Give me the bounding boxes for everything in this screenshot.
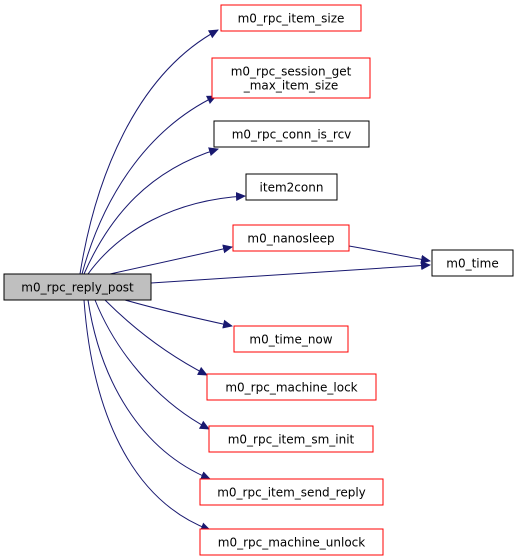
node-label: m0_rpc_conn_is_rcv (232, 128, 352, 142)
node-box (3, 273, 152, 301)
node-label: m0_rpc_reply_post (21, 281, 134, 295)
node-box (199, 528, 384, 556)
node-box (232, 224, 350, 252)
node-box (220, 4, 362, 32)
edge-root-to-n4 (87, 192, 246, 275)
node-label: m0_rpc_item_send_reply (217, 486, 366, 500)
node-box (233, 325, 349, 353)
edge-root-to-n5 (109, 244, 233, 275)
edge-root-to-n11 (83, 299, 211, 532)
edge-root-to-n2 (81, 95, 217, 275)
node-n10[interactable]: m0_rpc_item_send_reply (199, 478, 384, 506)
edge-root-to-n8 (104, 299, 208, 376)
node-n6[interactable]: m0_time (431, 249, 514, 277)
edge-root-to-n9 (94, 299, 210, 430)
edge-root-to-n7 (124, 299, 233, 329)
node-label: item2conn (260, 181, 324, 195)
node-label: m0_rpc_session_get (231, 65, 352, 79)
node-n1[interactable]: m0_rpc_item_size (220, 4, 362, 32)
node-box (431, 249, 514, 277)
node-n3[interactable]: m0_rpc_conn_is_rcv (213, 120, 370, 148)
node-label: m0_rpc_machine_unlock (218, 536, 366, 550)
node-n5[interactable]: m0_nanosleep (232, 224, 350, 252)
node-label: _max_item_size (243, 79, 339, 93)
node-n8[interactable]: m0_rpc_machine_lock (206, 373, 377, 401)
node-label: m0_rpc_machine_lock (225, 381, 357, 395)
node-n2[interactable]: m0_rpc_session_get_max_item_size (211, 57, 371, 99)
node-label: m0_rpc_item_size (238, 12, 345, 26)
edge-n5-to-n6 (348, 245, 431, 264)
node-box (213, 120, 370, 148)
node-root[interactable]: m0_rpc_reply_post (3, 273, 152, 301)
node-box (211, 57, 371, 99)
node-n7[interactable]: m0_time_now (233, 325, 349, 353)
node-n4[interactable]: item2conn (245, 173, 338, 201)
node-label: m0_nanosleep (247, 232, 334, 246)
edge-root-to-n3 (83, 147, 219, 275)
edge-layer (79, 29, 431, 532)
edge-root-to-n1 (79, 29, 219, 275)
node-label: m0_time (446, 257, 498, 271)
edge-root-to-n6 (150, 261, 431, 284)
node-label: m0_rpc_item_sm_init (228, 433, 355, 447)
node-box (208, 425, 374, 453)
node-box (245, 173, 338, 201)
node-box (206, 373, 377, 401)
node-n11[interactable]: m0_rpc_machine_unlock (199, 528, 384, 556)
node-layer: m0_rpc_reply_post m0_rpc_item_size m0_rpc_… (3, 4, 514, 556)
edge-root-to-n10 (87, 299, 211, 480)
node-label: m0_time_now (249, 333, 332, 347)
node-box (199, 478, 384, 506)
node-n9[interactable]: m0_rpc_item_sm_init (208, 425, 374, 453)
